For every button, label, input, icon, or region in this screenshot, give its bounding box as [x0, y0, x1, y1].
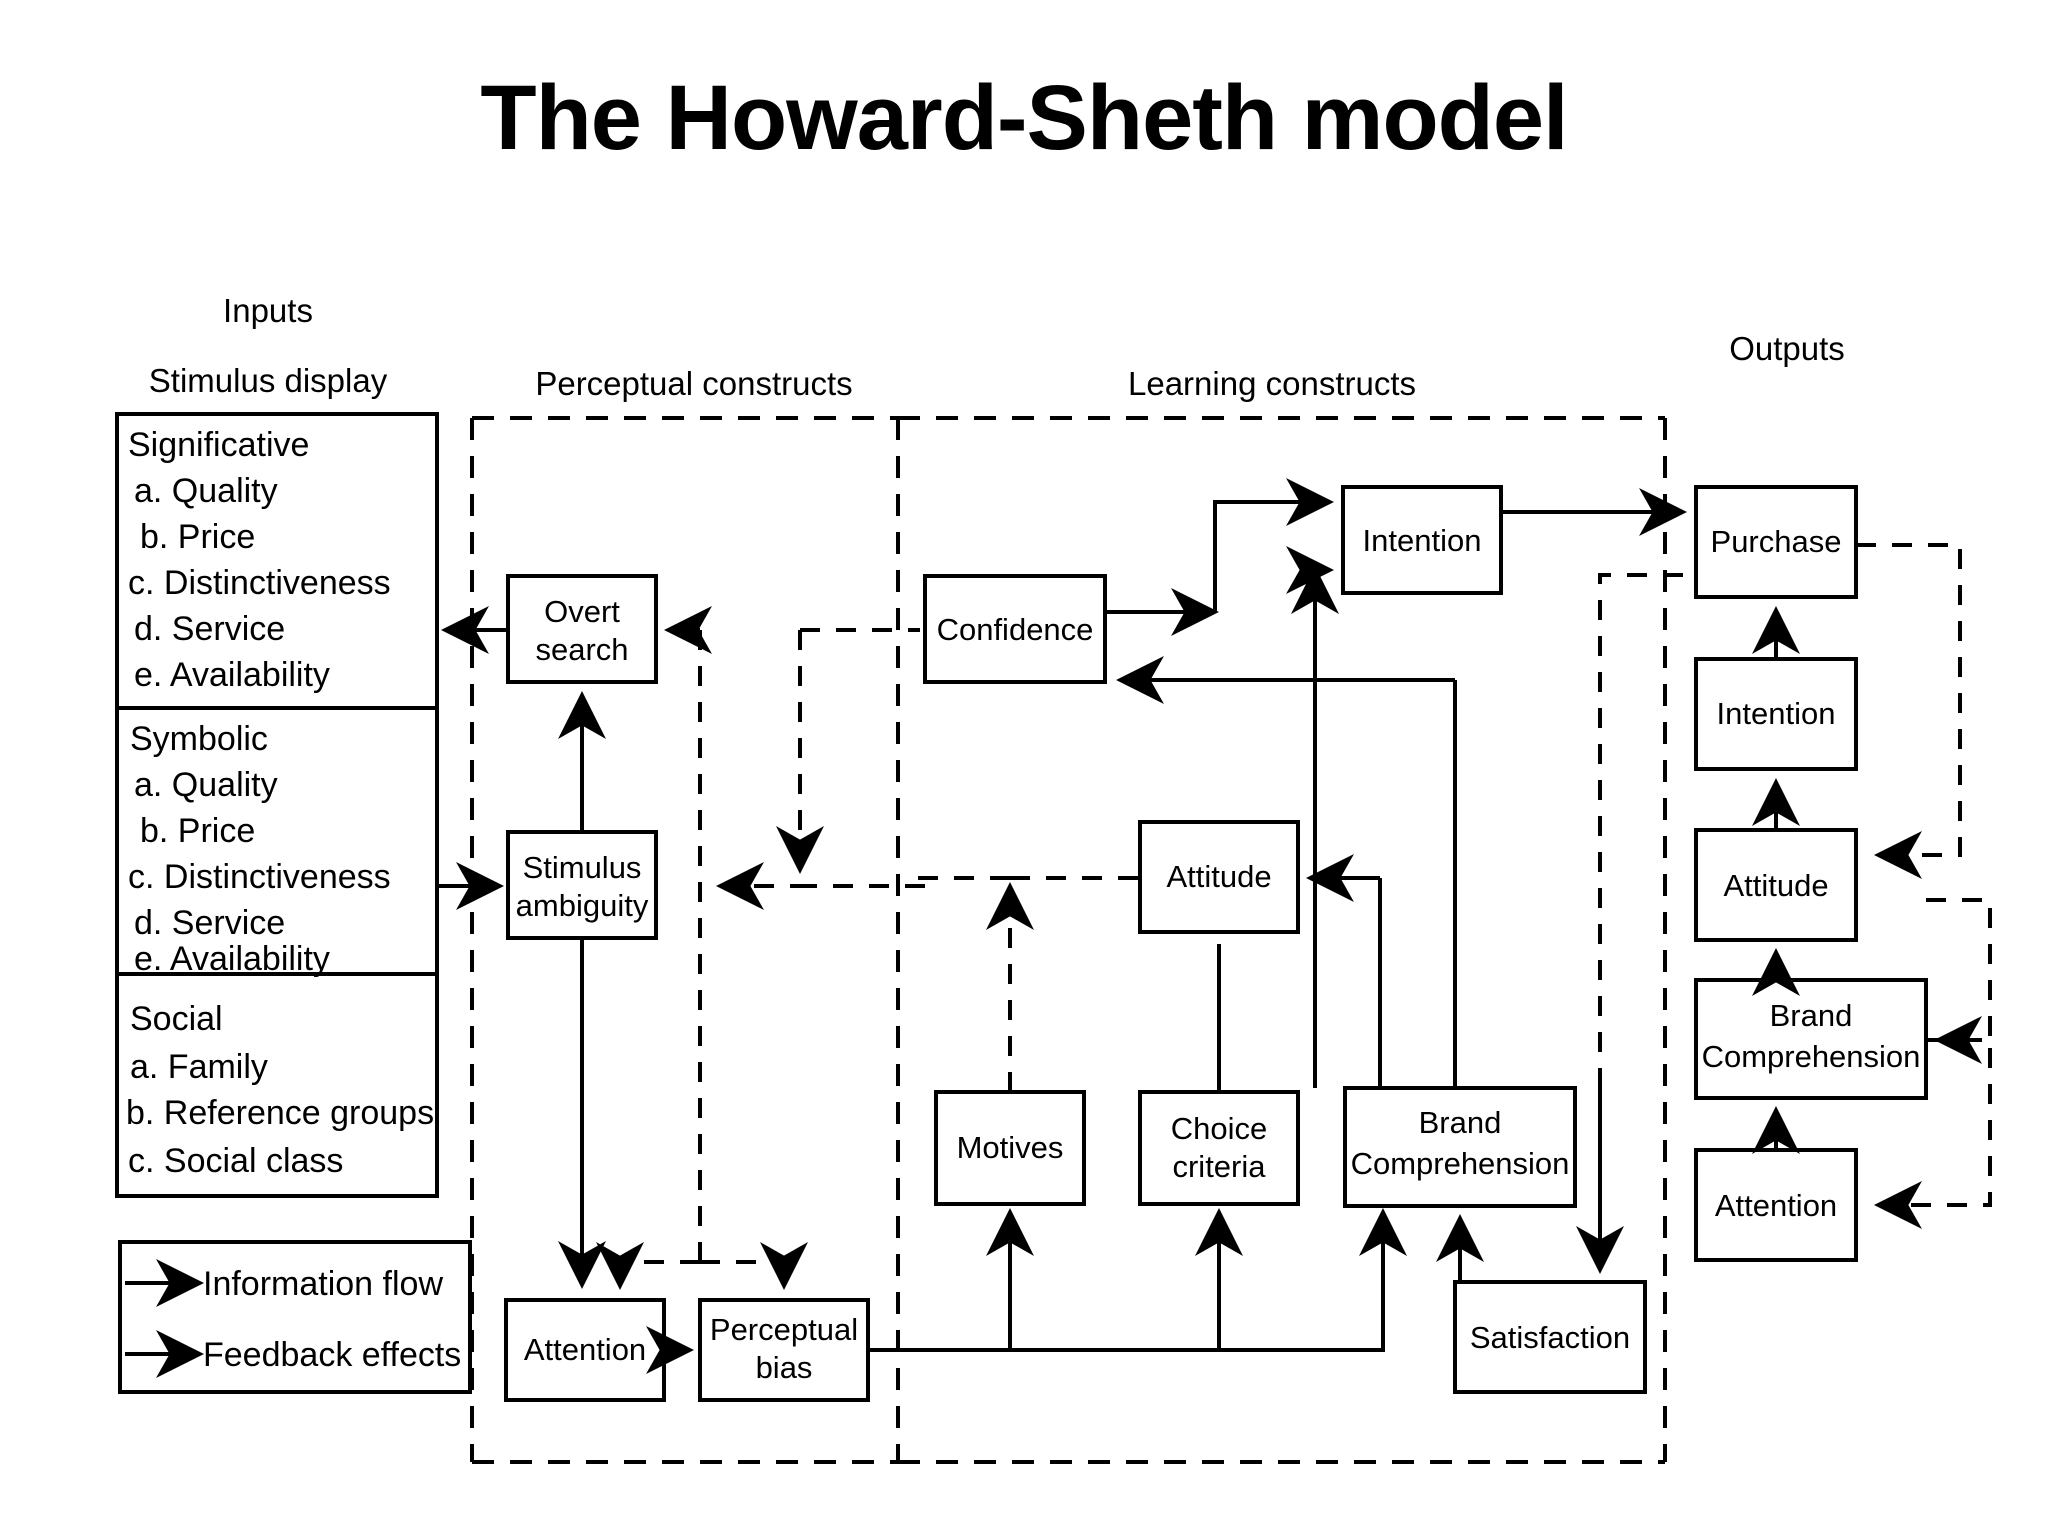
box-perceptual-bias-line1: Perceptual [710, 1312, 858, 1347]
box-confidence-label: Confidence [937, 612, 1094, 647]
stimulus-group-social [115, 972, 439, 1198]
box-attitude-output-label: Attitude [1723, 868, 1828, 903]
box-stimulus-ambiguity-line2: ambiguity [516, 888, 649, 923]
box-confidence[interactable] [923, 574, 1107, 684]
box-attention-perceptual[interactable] [504, 1298, 666, 1402]
box-overt-search-line1: Overt [544, 594, 620, 629]
box-overt-search[interactable] [506, 574, 658, 684]
stimulus-item: a. Quality [134, 472, 278, 510]
box-attitude-learning-label: Attitude [1166, 859, 1271, 894]
stimulus-item: b. Reference groups [126, 1094, 434, 1132]
stimulus-item: b. Price [140, 812, 255, 850]
stimulus-item: e. Availability [134, 940, 330, 978]
edge-confidence-to-intention [1213, 478, 1334, 612]
box-brand-comprehension-output[interactable] [1694, 978, 1928, 1100]
box-motives[interactable] [934, 1090, 1086, 1206]
edge-feedback-riser [680, 638, 702, 1262]
stimulus-item: d. Service [134, 610, 285, 648]
stimulus-heading: Symbolic [130, 720, 268, 758]
box-attitude-output[interactable] [1694, 828, 1858, 942]
page-title: The Howard-Sheth model [480, 67, 1568, 169]
legend-label: Feedback effects [203, 1336, 461, 1374]
box-brand-comp-output-line2: Comprehension [1702, 1039, 1921, 1074]
stimulus-item: c. Distinctiveness [128, 564, 391, 602]
box-intention-learning[interactable] [1341, 485, 1503, 595]
box-brand-comp-output-line1: Brand [1770, 998, 1853, 1033]
column-label-outputs: Outputs [1729, 330, 1845, 367]
stimulus-heading: Social [130, 1000, 223, 1038]
column-label-learning-constructs: Learning constructs [1128, 365, 1416, 402]
stimulus-item: e. Availability [134, 656, 330, 694]
box-attention-output-label: Attention [1715, 1188, 1837, 1223]
stimulus-item: a. Family [130, 1048, 268, 1086]
stimulus-heading: Significative [128, 426, 309, 464]
box-satisfaction-label: Satisfaction [1470, 1320, 1630, 1355]
box-purchase[interactable] [1694, 485, 1858, 599]
edge-purchase-feedback-to-attitude [1856, 543, 1962, 879]
stimulus-item: a. Quality [134, 766, 278, 804]
box-attention-output[interactable] [1694, 1148, 1858, 1262]
edge-brandcomp-feedback-to-attention [1874, 1038, 1992, 1229]
stimulus-item: c. Social class [128, 1142, 343, 1180]
edge-feedback-to-perceptual-bias [700, 1242, 808, 1290]
stimulus-item: d. Service [134, 904, 285, 942]
box-overt-search-line2: search [535, 632, 628, 667]
box-perceptual-bias-line2: bias [756, 1350, 813, 1385]
edge-attitude-feedback-to-brandcomp [1926, 898, 1992, 1064]
box-stimulus-ambiguity-line1: Stimulus [523, 850, 642, 885]
box-choice-criteria[interactable] [1138, 1090, 1300, 1206]
box-purchase-label: Purchase [1711, 524, 1842, 559]
stimulus-group-symbolic [115, 706, 439, 976]
box-brand-comp-learning-line1: Brand [1419, 1105, 1502, 1140]
edge-purchase-feedback-riser [1598, 573, 1696, 1088]
column-label-stimulus-display: Stimulus display [149, 362, 388, 399]
edge-perceptual-bias-to-brand-comp [868, 1208, 1407, 1352]
box-motives-label: Motives [957, 1130, 1064, 1165]
box-intention-learning-label: Intention [1363, 523, 1482, 558]
box-attention-label: Attention [524, 1332, 646, 1367]
edge-feedback-to-attention-2 [596, 1242, 700, 1290]
box-choice-criteria-line1: Choice [1171, 1111, 1268, 1146]
stimulus-item: b. Price [140, 518, 255, 556]
column-label-perceptual-constructs: Perceptual constructs [535, 365, 852, 402]
box-brand-comp-learning-line2: Comprehension [1351, 1146, 1570, 1181]
legend-label: Information flow [203, 1265, 443, 1303]
stimulus-item: c. Distinctiveness [128, 858, 391, 896]
box-brand-comprehension-learning[interactable] [1343, 1086, 1577, 1208]
box-intention-output-label: Intention [1717, 696, 1836, 731]
box-satisfaction[interactable] [1453, 1280, 1647, 1394]
box-attitude-learning[interactable] [1138, 820, 1300, 934]
box-choice-criteria-line2: criteria [1172, 1149, 1266, 1184]
column-label-inputs: Inputs [223, 292, 313, 329]
